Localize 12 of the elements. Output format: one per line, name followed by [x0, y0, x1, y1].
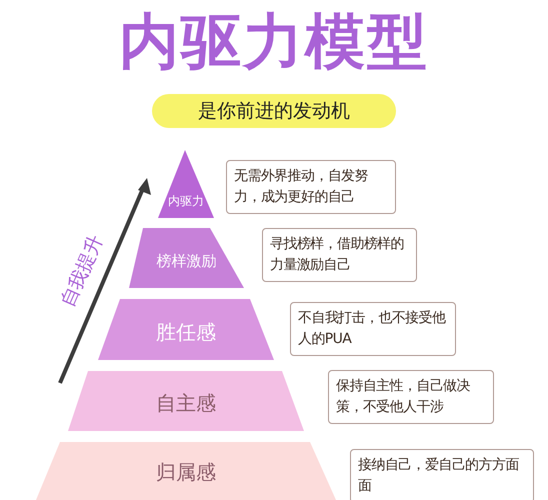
description-box: 寻找榜样，借助榜样的力量激励自己 [262, 228, 417, 282]
pyramid-level: 自主感 [68, 371, 304, 431]
pyramid-level: 归属感 [36, 442, 336, 500]
pyramid-level: 榜样激励 [129, 228, 244, 288]
description-box: 无需外界推动，自发努力，成为更好的自己 [226, 160, 396, 214]
description-box: 不自我打击，也不接受他人的PUA [290, 302, 456, 356]
pyramid-level: 内驱力 [158, 150, 214, 218]
title: 内驱力模型 [118, 6, 430, 79]
pyramid-level: 胜任感 [98, 299, 274, 360]
description-box: 保持自主性，自己做决策，不受他人干涉 [328, 370, 494, 424]
description-box: 接纳自己，爱自己的方方面面 [350, 449, 534, 500]
subtitle-pill: 是你前进的发动机 [152, 94, 396, 128]
